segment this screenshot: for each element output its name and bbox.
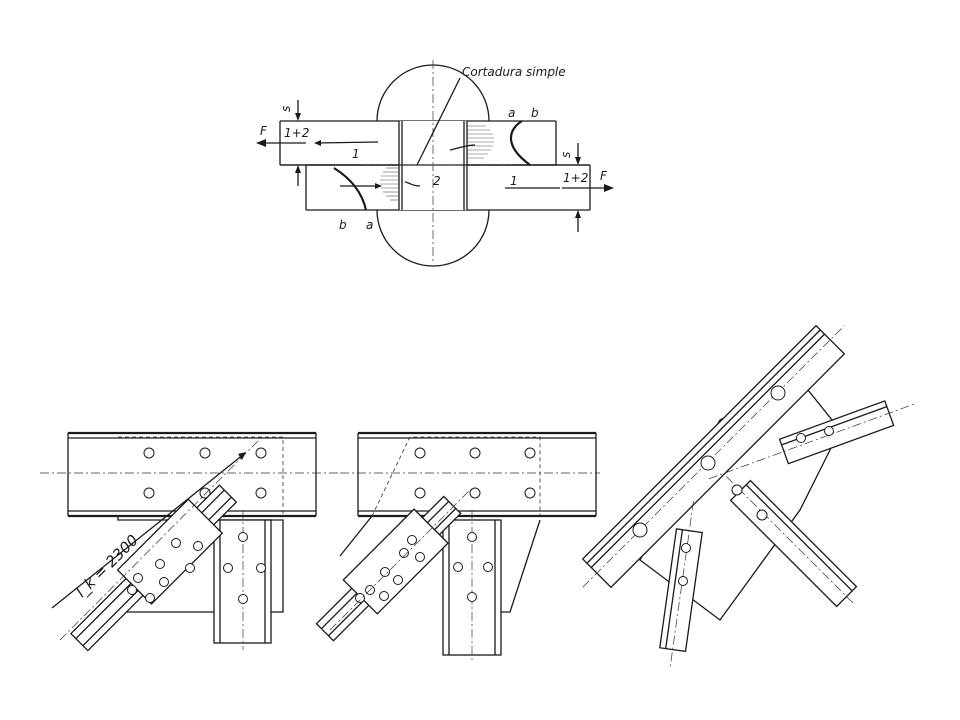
beam-1-rivets xyxy=(143,447,267,499)
fracture-b-label-top: b xyxy=(531,106,539,120)
diagonal-member-1-rivets xyxy=(127,538,203,603)
component-1-label-bottom: 1 xyxy=(510,174,518,188)
flow-arrow-2 xyxy=(404,181,421,187)
component-2-label: 2 xyxy=(433,174,441,188)
fracture-curve-bottom xyxy=(333,167,368,211)
sum-label-right: 1+2 xyxy=(563,171,588,185)
sum-label-left: 1+2 xyxy=(284,126,309,140)
thickness-label-left: s xyxy=(279,106,293,112)
beam-2 xyxy=(357,431,597,518)
buckling-length-dimension xyxy=(51,452,246,609)
thickness-marker-left xyxy=(295,100,301,186)
upper-right-member xyxy=(708,400,916,480)
force-arrow-left xyxy=(256,139,306,147)
gusset-plate-1 xyxy=(118,436,284,516)
single-shear-joint-diagram: Cortadura simple F F 1+2 1+2 1 1 2 a b b… xyxy=(256,60,614,267)
thickness-marker-right xyxy=(575,143,581,232)
force-arrow-right xyxy=(562,184,614,192)
vertical-member-1 xyxy=(213,510,272,650)
force-label-right: F xyxy=(600,169,608,183)
diagram-title: Cortadura simple xyxy=(462,65,566,79)
fracture-curve-top xyxy=(509,120,531,166)
diagonal-member-2-rivets xyxy=(355,535,425,603)
component-1-label-top: 1 xyxy=(352,147,360,161)
inclined-chord-rivets xyxy=(632,385,786,538)
fracture-a-label-top: a xyxy=(508,106,515,120)
beam-2-rivets xyxy=(414,447,536,499)
vertical-member-2 xyxy=(442,510,502,660)
title-leader xyxy=(416,77,461,166)
gusset-connection-1: l_k = 2300 xyxy=(40,431,340,652)
bearing-zone-hatching xyxy=(380,125,494,201)
gusset-connection-3 xyxy=(581,324,916,670)
gusset-plate-2 xyxy=(371,436,541,517)
rivet-head-bottom xyxy=(376,209,490,267)
flow-arrow-2-top xyxy=(449,144,476,151)
fracture-b-label-bottom: b xyxy=(339,218,347,232)
rivet-shank xyxy=(280,121,590,210)
thickness-label-right: s xyxy=(559,152,573,158)
flow-arrow-1-top xyxy=(315,141,379,144)
gusset-connection-2 xyxy=(315,431,600,660)
force-label-left: F xyxy=(260,124,268,138)
fracture-a-label-bottom: a xyxy=(366,218,373,232)
